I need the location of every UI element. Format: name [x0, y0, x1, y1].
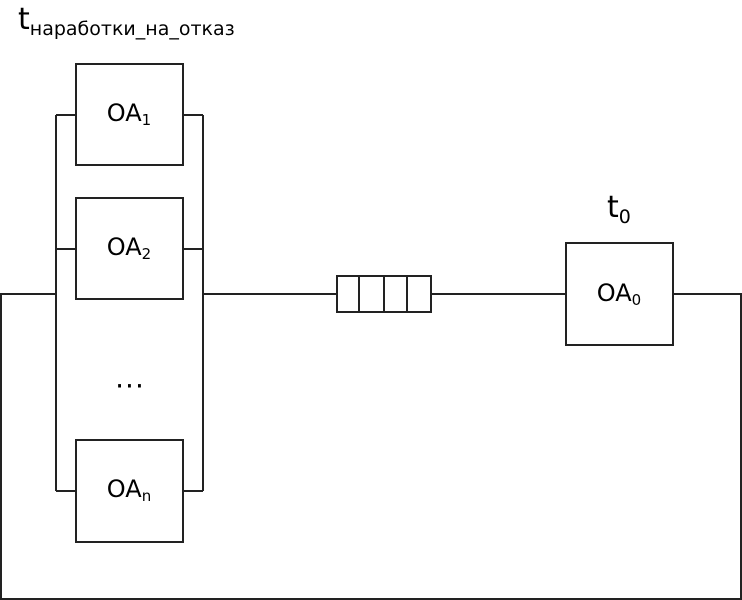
unit-2-label: OA2	[106, 233, 152, 263]
feedback-loop-line	[0, 293, 742, 600]
unit-n-label: OAn	[106, 475, 152, 505]
unit-1-label: OA1	[106, 99, 152, 129]
ellipsis-label: ...	[115, 361, 145, 395]
server-label: OA0	[596, 279, 642, 309]
failure-time-label: tнаработки_на_отказ	[18, 2, 235, 40]
service-time-label: t0	[607, 190, 631, 228]
